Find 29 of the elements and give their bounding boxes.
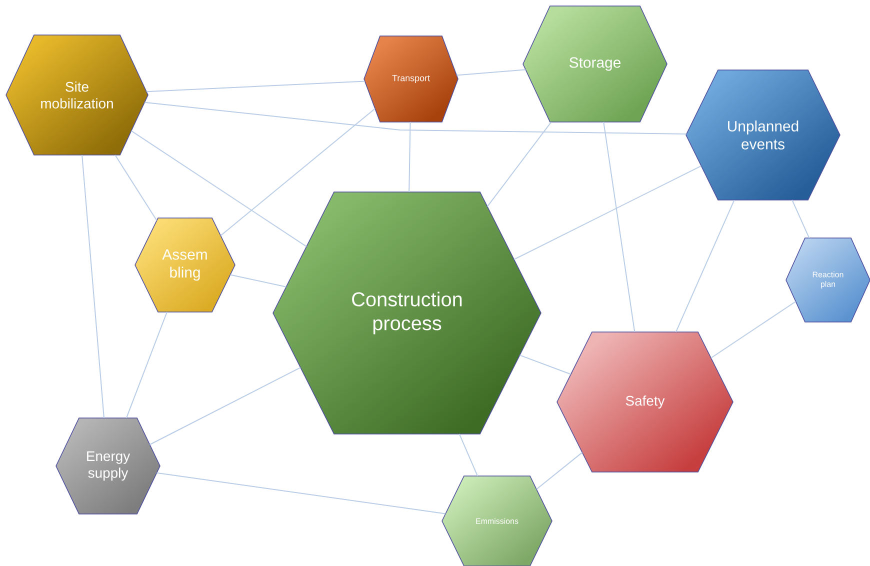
hexagon: Assem bling bbox=[134, 218, 236, 312]
connector-line bbox=[514, 165, 702, 260]
connector-line bbox=[130, 130, 307, 248]
connector-line bbox=[220, 108, 376, 236]
hexagon: Energy supply bbox=[56, 418, 160, 514]
connector-line bbox=[710, 301, 796, 358]
connector-line bbox=[149, 367, 301, 446]
hexagon: Safety bbox=[556, 332, 734, 472]
hexagon: Transport bbox=[364, 36, 458, 122]
connector-line bbox=[458, 433, 478, 477]
connector-line bbox=[675, 200, 735, 333]
connector-line bbox=[230, 274, 287, 288]
connector-line bbox=[114, 154, 158, 222]
connector-line bbox=[603, 121, 636, 332]
connector-line bbox=[156, 472, 446, 514]
connector-line bbox=[408, 122, 411, 193]
connector-line bbox=[144, 102, 687, 134]
connector-line bbox=[792, 199, 810, 239]
connector-line bbox=[519, 354, 572, 375]
connector-line bbox=[486, 122, 552, 208]
connector-line bbox=[126, 311, 168, 418]
connector-line bbox=[456, 69, 526, 76]
hexagon: Storage bbox=[522, 6, 668, 122]
hexagon: Construction process bbox=[272, 192, 542, 434]
hexagon: Unplanned events bbox=[686, 70, 840, 200]
hexagon: Site mobilization bbox=[6, 34, 148, 156]
connector-line bbox=[146, 80, 366, 92]
connector-line bbox=[82, 154, 104, 418]
connector-line bbox=[536, 452, 583, 490]
